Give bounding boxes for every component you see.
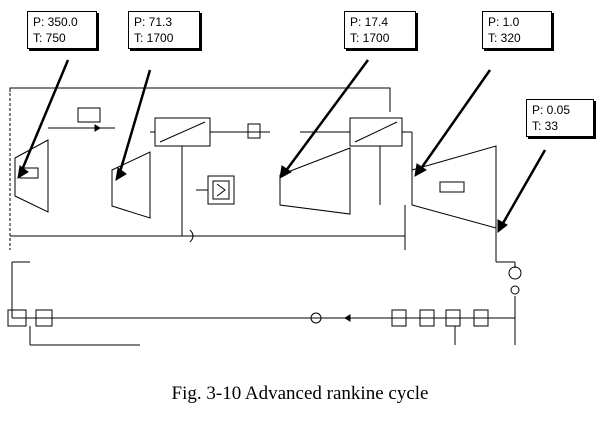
arrow-sp5: [500, 149, 547, 226]
heat-exchanger: [207, 175, 235, 205]
state-point-2-temperature: T: 1700: [134, 31, 174, 45]
state-point-1-temperature: T: 750: [33, 31, 66, 45]
feed-heater-4: [419, 309, 435, 327]
state-point-3: P: 17.4 T: 1700: [344, 11, 416, 49]
feed-pump: [310, 312, 322, 324]
figure-caption: Fig. 3-10 Advanced rankine cycle: [171, 383, 429, 404]
state-point-3-temperature: T: 1700: [350, 31, 390, 45]
feed-heater-3: [391, 309, 407, 327]
compressor-box: [77, 107, 101, 123]
state-point-1-pressure: P: 350.0: [33, 15, 78, 29]
condenser-pump-2: [510, 285, 520, 295]
state-point-2-pressure: P: 71.3: [134, 15, 173, 29]
feed-heater-6: [473, 309, 489, 327]
arrow-sp3: [283, 59, 370, 173]
state-point-5-temperature: T: 33: [532, 119, 559, 133]
valve-1: [247, 123, 261, 139]
state-point-4-pressure: P: 1.0: [488, 15, 520, 29]
arrow-sp1: [20, 59, 70, 171]
state-point-2: P: 71.3 T: 1700: [128, 11, 200, 49]
state-point-5: P: 0.05 T: 33: [526, 99, 594, 137]
turbine-lp-label-box: [439, 181, 465, 193]
turbine-hp: [14, 139, 49, 213]
turbine-ip1: [111, 151, 151, 219]
feed-heater-5: [445, 309, 461, 327]
turbine-ip2: [279, 147, 351, 215]
state-point-4-temperature: T: 320: [488, 31, 521, 45]
feed-heater-2: [35, 309, 53, 327]
state-point-1: P: 350.0 T: 750: [27, 11, 97, 49]
state-point-5-pressure: P: 0.05: [532, 103, 571, 117]
state-point-4: P: 1.0 T: 320: [482, 11, 552, 49]
condenser-pump: [508, 266, 522, 280]
turbine-lp: [411, 145, 497, 229]
arrow-sp4: [418, 69, 492, 171]
arrow-sp2: [118, 69, 152, 173]
state-point-3-pressure: P: 17.4: [350, 15, 389, 29]
feed-heater-1: [7, 309, 27, 327]
